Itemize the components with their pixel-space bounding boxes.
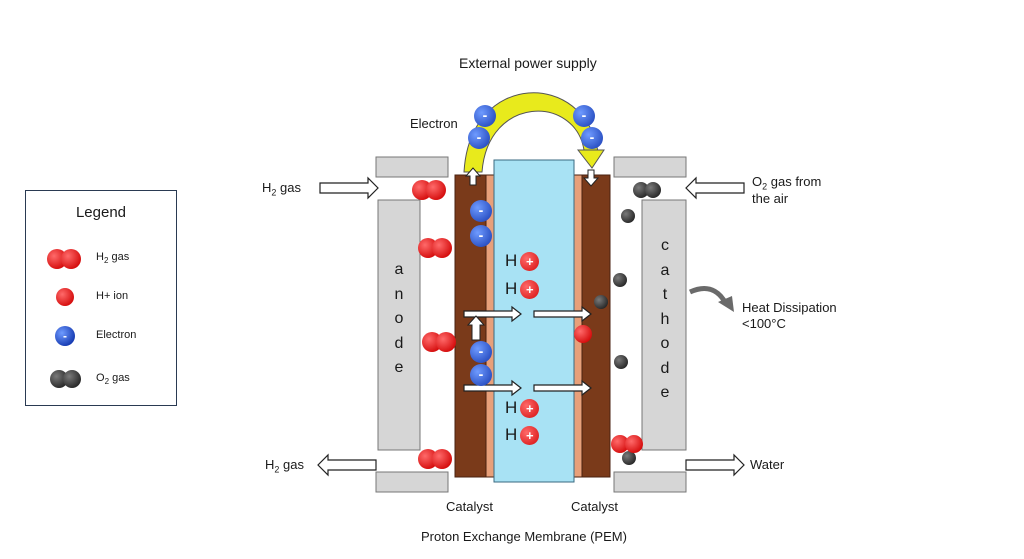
h-ion-label: H+: [505, 397, 540, 419]
o2-gas-label: O2 gas from: [752, 174, 822, 192]
electron: -: [470, 364, 492, 386]
water-out-arrow: [685, 453, 745, 477]
h2-molecule: [418, 449, 452, 469]
legend-item-label: H2 gas: [96, 251, 130, 266]
o2-molecule: [633, 182, 661, 198]
anode-letter: n: [394, 285, 404, 303]
cathode-letter: t: [662, 286, 668, 303]
h2-out-arrow: [317, 453, 377, 477]
o2-in-arrow: [685, 176, 745, 200]
heat-dissipation-label: Heat Dissipation <100°C: [742, 300, 837, 331]
oxygen-atom: [614, 355, 628, 369]
h2-gas-out-label: H2 gas: [265, 457, 304, 475]
cathode-top-cap: [613, 156, 687, 178]
electron-label: Electron: [410, 116, 458, 131]
diagram-title: External power supply: [459, 55, 597, 71]
electron: -: [470, 200, 492, 222]
catalyst-left-label: Catalyst: [446, 499, 493, 514]
anode-letter: d: [394, 334, 404, 352]
h-ion: +: [520, 252, 540, 272]
svg-text:-: -: [63, 329, 67, 343]
proton-flow-arrow-1: [463, 305, 592, 323]
electron: -: [573, 105, 595, 127]
h2-in-arrow: [319, 176, 379, 200]
pem-label: Proton Exchange Membrane (PEM): [421, 529, 627, 544]
electron-down-arrow: [582, 169, 600, 187]
power-arrow-head: [576, 149, 605, 169]
legend-swatches: -: [47, 249, 81, 388]
cathode-letter: e: [660, 384, 670, 401]
h-ion-label: H+: [505, 424, 540, 446]
electron: -: [581, 127, 603, 149]
cathode-letter: a: [660, 261, 670, 279]
legend-item-label: H+ ion: [96, 290, 129, 302]
electron: -: [474, 105, 496, 127]
cathode-letter: o: [660, 335, 670, 352]
cathode-plate: [641, 199, 687, 451]
cathode-letter: c: [661, 237, 669, 254]
h-ion: +: [520, 399, 540, 419]
h-ion-label: H+: [505, 278, 540, 300]
oxygen-atom: [594, 295, 608, 309]
oxygen-atom: [621, 209, 635, 223]
electron-up-arrow-upper: [464, 167, 482, 186]
anode-letter: e: [394, 359, 404, 376]
cathode-letter: d: [660, 359, 670, 377]
h-ion: [574, 325, 592, 343]
h-ion-label: H+: [505, 250, 540, 272]
legend-item-label: O2 gas: [96, 372, 130, 387]
legend-item-label: Electron: [96, 329, 137, 341]
catalyst-inner-left: [485, 174, 495, 478]
legend-title: Legend: [75, 204, 127, 221]
h-ion: +: [520, 280, 540, 300]
catalyst-right-label: Catalyst: [571, 499, 618, 514]
legend-h-ion-swatch: [56, 288, 74, 306]
electron: -: [470, 225, 492, 247]
h2-molecule: [412, 180, 446, 200]
proton-flow-arrow-2: [463, 379, 592, 397]
water-label: Water: [750, 457, 785, 472]
anode-letter: o: [394, 310, 404, 327]
oxygen-atom: [613, 273, 627, 287]
cathode-letter: h: [660, 310, 670, 328]
o2-gas-label-line2: the air: [752, 191, 789, 206]
anode-bottom-cap: [375, 471, 449, 493]
electron: -: [470, 341, 492, 363]
legend-o2-swatch: [50, 370, 81, 388]
h2-molecule: [418, 238, 452, 258]
oxygen-atom: [622, 451, 636, 465]
h2-molecule: [422, 332, 456, 352]
legend-h2-swatch: [47, 249, 81, 269]
water-molecule: [611, 435, 643, 453]
electron-up-arrow-lower: [466, 315, 486, 341]
h-ion: +: [520, 426, 540, 446]
anode-top-cap: [375, 156, 449, 178]
h2-gas-in-label: H2 gas: [262, 180, 301, 198]
anode-letter: a: [394, 261, 404, 278]
cathode-bottom-cap: [613, 471, 687, 493]
electron: -: [468, 127, 490, 149]
legend-electron-swatch: -: [55, 326, 75, 346]
anode-plate: [377, 199, 421, 451]
